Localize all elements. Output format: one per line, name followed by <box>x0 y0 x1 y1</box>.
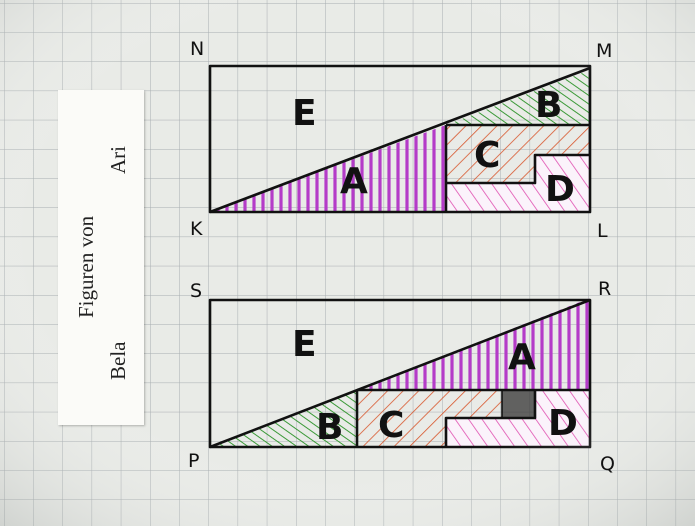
vertex-label-n: N <box>190 38 205 60</box>
bottom-piece-label-e: E <box>292 324 317 365</box>
label-name-ari: Ari <box>106 146 130 174</box>
bottom-piece-label-d: D <box>548 403 578 444</box>
top-piece-label-b: B <box>535 85 563 126</box>
bottom-piece-label-b: B <box>316 407 344 448</box>
vertex-label-p: P <box>188 450 200 472</box>
vertex-label-m: M <box>596 40 613 62</box>
vertex-label-r: R <box>598 278 612 300</box>
bottom-piece-label-a: A <box>508 337 536 378</box>
top-piece-label-a: A <box>340 161 368 202</box>
vertex-label-k: K <box>190 218 203 240</box>
label-name-bela: Bela <box>106 341 130 380</box>
top-piece-label-c: C <box>474 135 501 176</box>
label-card: Figuren von Bela Ari <box>58 90 144 425</box>
top-piece-label-d: D <box>545 169 575 210</box>
vertex-label-s: S <box>190 280 203 302</box>
vertex-label-q: Q <box>600 453 615 475</box>
top-piece-label-e: E <box>292 93 317 134</box>
vertex-label-l: L <box>597 220 608 242</box>
bottom-piece-label-c: C <box>378 405 405 446</box>
label-line-figuren-von: Figuren von <box>74 215 98 318</box>
